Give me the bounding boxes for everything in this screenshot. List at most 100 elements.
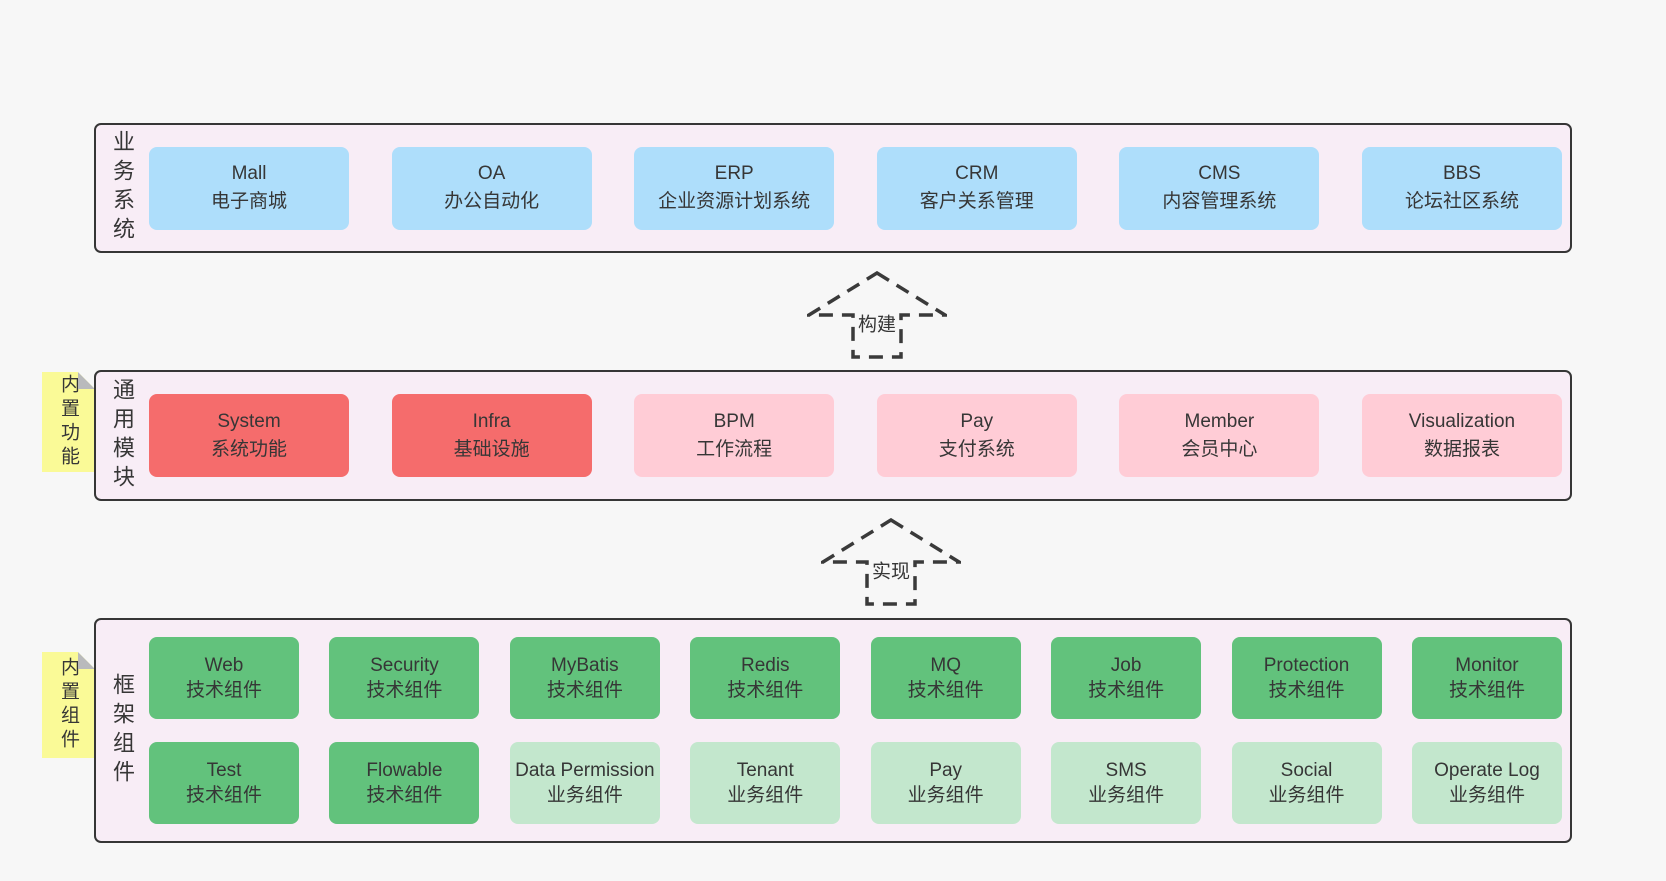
box-subtitle: 数据报表 — [1423, 438, 1500, 460]
framework-box-pay: Pay 业务组件 — [870, 742, 1021, 824]
framework-box-mybatis: MyBatis 技术组件 — [509, 637, 660, 719]
dashed-up-arrow-icon — [807, 271, 947, 359]
box-subtitle: 支付系统 — [938, 438, 1015, 460]
framework-box-protection: Protection 技术组件 — [1231, 637, 1382, 719]
box-subtitle: 业务组件 — [1448, 785, 1525, 806]
box-subtitle: 技术组件 — [366, 785, 443, 806]
arrow-up-build: 构建 — [807, 271, 947, 359]
box-title: MyBatis — [551, 654, 619, 676]
band-common-modules: 通用模块 System 系统功能 Infra 基础设施 BPM 工作流程 Pay… — [94, 370, 1572, 501]
box-title: System — [217, 410, 281, 432]
box-subtitle: 工作流程 — [696, 438, 773, 460]
framework-box-mq: MQ 技术组件 — [870, 637, 1021, 719]
box-title: Protection — [1263, 654, 1350, 676]
framework-box-flowable: Flowable 技术组件 — [329, 742, 480, 824]
box-title: Member — [1184, 410, 1255, 432]
band-framework-components: 框架组件 Web 技术组件 Security 技术组件 MyBatis 技术组件… — [94, 618, 1572, 843]
box-subtitle: 业务组件 — [546, 785, 623, 806]
framework-box-operate-log: Operate Log 业务组件 — [1411, 742, 1562, 824]
box-title: OA — [477, 163, 506, 185]
box-title: Operate Log — [1434, 759, 1540, 781]
business-box-crm: CRM 客户关系管理 — [876, 146, 1077, 230]
framework-box-redis: Redis 技术组件 — [690, 637, 841, 719]
module-box-system: System 系统功能 — [149, 394, 349, 477]
box-title: MQ — [930, 654, 961, 676]
box-subtitle: 业务组件 — [1268, 785, 1345, 806]
box-title: Mall — [231, 163, 267, 185]
framework-row-1: Web 技术组件 Security 技术组件 MyBatis 技术组件 Redi… — [149, 637, 1562, 719]
band-business-systems: 业务系统 Mall 电子商城 OA 办公自动化 ERP 企业资源计划系统 CRM… — [94, 123, 1572, 253]
module-box-member: Member 会员中心 — [1119, 394, 1320, 477]
box-title: BBS — [1442, 163, 1481, 185]
box-subtitle: 办公自动化 — [444, 191, 540, 212]
box-subtitle: 技术组件 — [907, 680, 984, 701]
box-subtitle: 技术组件 — [1268, 680, 1345, 701]
box-title: Job — [1110, 654, 1142, 676]
business-box-oa: OA 办公自动化 — [391, 146, 592, 230]
framework-box-tenant: Tenant 业务组件 — [690, 742, 841, 824]
box-subtitle: 技术组件 — [366, 680, 443, 701]
framework-box-security: Security 技术组件 — [329, 637, 480, 719]
box-title: SMS — [1105, 759, 1147, 781]
box-subtitle: 基础设施 — [453, 438, 530, 460]
framework-box-social: Social 业务组件 — [1231, 742, 1382, 824]
band-label: 业务系统 — [110, 130, 135, 246]
module-box-pay: Pay 支付系统 — [876, 394, 1077, 477]
box-subtitle: 内容管理系统 — [1162, 191, 1277, 212]
box-title: Pay — [960, 410, 994, 432]
box-subtitle: 会员中心 — [1181, 438, 1258, 460]
box-subtitle: 技术组件 — [185, 785, 262, 806]
band-box-row: Mall 电子商城 OA 办公自动化 ERP 企业资源计划系统 CRM 客户关系… — [133, 146, 1570, 230]
box-title: Web — [204, 654, 244, 676]
framework-box-monitor: Monitor 技术组件 — [1411, 637, 1562, 719]
box-title: ERP — [714, 163, 754, 185]
box-subtitle: 业务组件 — [1088, 785, 1165, 806]
box-subtitle: 论坛社区系统 — [1404, 191, 1519, 212]
box-subtitle: 客户关系管理 — [919, 191, 1034, 212]
band-label: 框架组件 — [110, 672, 135, 789]
sticky-note-builtin-features: 内置功能 — [42, 372, 95, 472]
box-title: Flowable — [366, 759, 443, 781]
box-title: Social — [1280, 759, 1333, 781]
framework-box-sms: SMS 业务组件 — [1051, 742, 1202, 824]
box-title: Tenant — [736, 759, 794, 781]
sticky-note-label: 内置组件 — [58, 657, 79, 753]
box-subtitle: 企业资源计划系统 — [658, 191, 811, 212]
business-box-erp: ERP 企业资源计划系统 — [634, 146, 835, 230]
box-subtitle: 技术组件 — [185, 680, 262, 701]
module-box-infra: Infra 基础设施 — [391, 394, 592, 477]
box-title: Data Permission — [515, 759, 655, 781]
box-title: CRM — [955, 163, 999, 185]
arrow-label-build: 构建 — [855, 306, 899, 340]
dashed-up-arrow-icon — [821, 518, 961, 606]
box-title: Pay — [929, 759, 963, 781]
box-title: Test — [206, 759, 242, 781]
box-subtitle: 业务组件 — [907, 785, 984, 806]
business-box-cms: CMS 内容管理系统 — [1119, 146, 1320, 230]
box-subtitle: 电子商城 — [210, 191, 287, 212]
box-title: Visualization — [1408, 410, 1516, 432]
framework-box-test: Test 技术组件 — [149, 742, 299, 824]
box-title: Infra — [472, 410, 511, 432]
box-title: Redis — [740, 654, 790, 676]
framework-box-job: Job 技术组件 — [1051, 637, 1202, 719]
arrow-up-implement: 实现 — [821, 518, 961, 606]
box-title: BPM — [713, 410, 755, 432]
box-title: Security — [370, 654, 439, 676]
business-box-bbs: BBS 论坛社区系统 — [1361, 146, 1562, 230]
box-title: Monitor — [1455, 654, 1519, 676]
box-subtitle: 技术组件 — [546, 680, 623, 701]
framework-row-2: Test 技术组件 Flowable 技术组件 Data Permission … — [149, 742, 1562, 824]
module-box-visualization: Visualization 数据报表 — [1361, 394, 1562, 477]
framework-box-data-permission: Data Permission 业务组件 — [509, 742, 660, 824]
box-subtitle: 技术组件 — [727, 680, 804, 701]
box-title: CMS — [1198, 163, 1241, 185]
sticky-note-label: 内置功能 — [58, 374, 79, 470]
band-box-row: System 系统功能 Infra 基础设施 BPM 工作流程 Pay 支付系统… — [133, 394, 1570, 477]
framework-box-web: Web 技术组件 — [149, 637, 299, 719]
arrow-label-implement: 实现 — [869, 553, 913, 587]
band-label: 通用模块 — [110, 377, 135, 494]
sticky-note-builtin-components: 内置组件 — [42, 652, 95, 758]
box-subtitle: 业务组件 — [727, 785, 804, 806]
